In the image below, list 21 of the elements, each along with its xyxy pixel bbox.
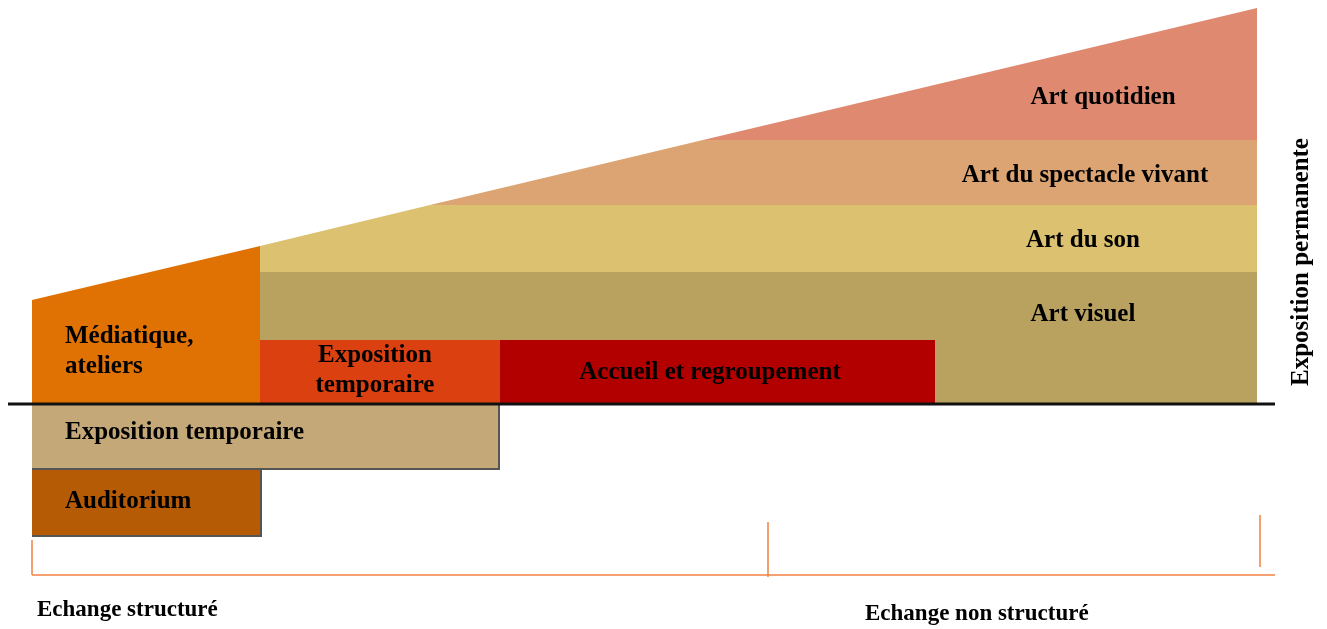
zone-label: Art du son: [1025, 224, 1141, 254]
zone-area: [703, 8, 1257, 140]
zone-area: [32, 246, 260, 403]
zone-area: [32, 470, 262, 537]
zone-label: Médiatique, ateliers: [65, 320, 195, 380]
zone-area: [260, 272, 1257, 403]
zone-label: Art quotidien: [1029, 81, 1177, 111]
zone-area: [32, 403, 500, 470]
side-label: Exposition permanente: [1286, 138, 1314, 386]
zone-area: [500, 340, 935, 403]
axis-label: Echange structuré: [37, 596, 218, 622]
zone-area: [260, 340, 500, 403]
zone-label: Art du spectacle vivant: [960, 159, 1210, 189]
axis-label: Echange non structuré: [865, 600, 1089, 626]
zone-label: Exposition temporaire: [314, 339, 436, 399]
zone-label: Art visuel: [1029, 298, 1137, 328]
zone-label: Auditorium: [65, 485, 193, 515]
zone-area: [260, 205, 1257, 272]
zone-label: Exposition temporaire: [65, 416, 306, 446]
zone-label: Accueil et regroupement: [578, 356, 842, 386]
zone-area: [430, 140, 1257, 205]
